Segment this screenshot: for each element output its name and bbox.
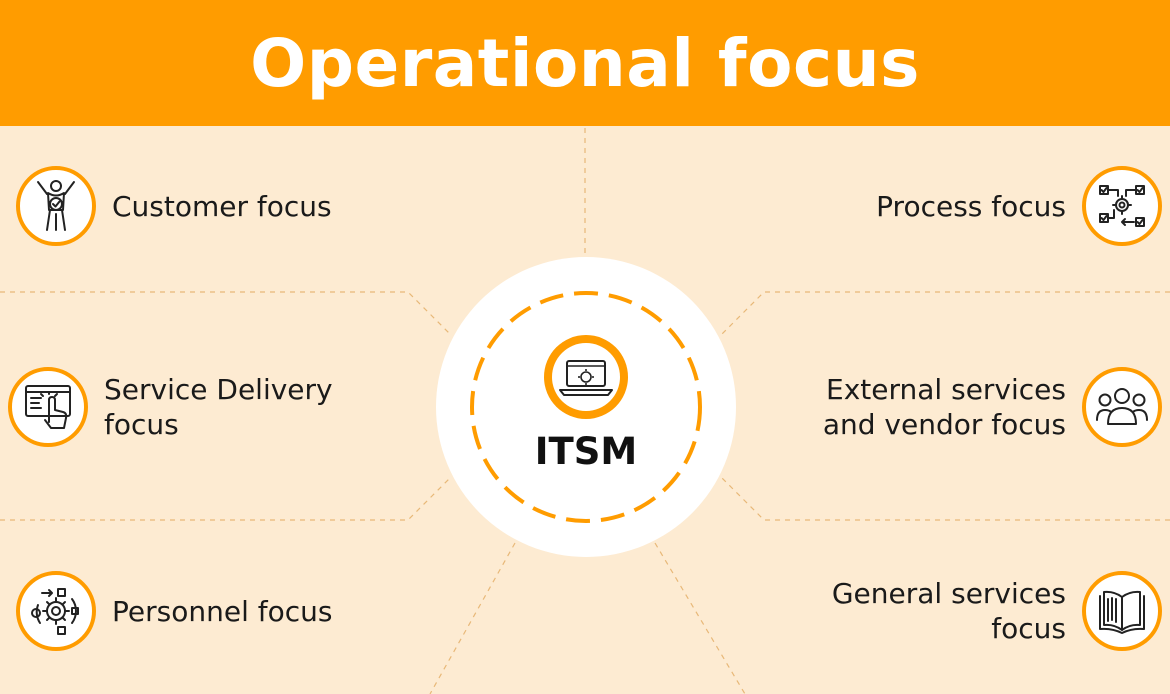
header-banner: Operational focus bbox=[0, 0, 1170, 126]
connector-lower-left bbox=[0, 477, 451, 521]
general-services-icon-circle bbox=[1082, 571, 1162, 651]
group-users-icon bbox=[1096, 388, 1148, 425]
general-services-label-line2: focus bbox=[991, 612, 1066, 645]
hub-label: ITSM bbox=[534, 430, 638, 473]
personnel-icon-circle bbox=[16, 571, 96, 651]
connector-upper-right bbox=[721, 291, 1170, 335]
process-label: Process focus bbox=[876, 189, 1066, 224]
customer-label-line1: Customer focus bbox=[112, 189, 332, 223]
general-services-label-line1: General services bbox=[831, 577, 1066, 610]
item-external-vendor-focus: External services and vendor focus bbox=[823, 367, 1162, 447]
process-icon-circle bbox=[1082, 166, 1162, 246]
person-cheering-icon bbox=[37, 180, 75, 231]
connector-upper-left bbox=[0, 291, 451, 335]
connector-bottom-right bbox=[654, 542, 746, 694]
open-book-icon bbox=[1099, 590, 1145, 634]
personnel-label-line1: Personnel focus bbox=[112, 594, 333, 628]
service-delivery-label-line2: focus bbox=[104, 408, 179, 441]
external-vendor-label-line1: External services bbox=[826, 373, 1066, 406]
general-services-label: General services focus bbox=[832, 576, 1066, 646]
service-delivery-label-line1: Service Delivery bbox=[104, 373, 333, 406]
external-vendor-label-line2: and vendor focus bbox=[822, 408, 1066, 441]
item-general-services-focus: General services focus bbox=[832, 571, 1162, 651]
cycle-gear-icon bbox=[31, 588, 79, 635]
service-delivery-label: Service Delivery focus bbox=[104, 372, 333, 442]
connector-bottom-left bbox=[429, 542, 516, 694]
item-personnel-focus: Personnel focus bbox=[16, 571, 332, 651]
laptop-gear-icon bbox=[544, 335, 628, 419]
hand-touch-screen-icon bbox=[25, 385, 71, 429]
customer-label: Customer focus bbox=[112, 189, 332, 224]
process-label-line1: Process focus bbox=[876, 189, 1066, 223]
service-delivery-icon-circle bbox=[8, 367, 88, 447]
external-vendor-icon-circle bbox=[1082, 367, 1162, 447]
item-service-delivery-focus: Service Delivery focus bbox=[8, 367, 333, 447]
customer-icon-circle bbox=[16, 166, 96, 246]
itsm-hub bbox=[436, 257, 736, 557]
item-customer-focus: Customer focus bbox=[16, 166, 332, 246]
external-vendor-label: External services and vendor focus bbox=[823, 372, 1066, 442]
connector-lower-right bbox=[721, 477, 1170, 521]
item-process-focus: Process focus bbox=[876, 166, 1162, 246]
page-title: Operational focus bbox=[250, 24, 920, 102]
workflow-gear-icon bbox=[1099, 185, 1145, 227]
personnel-label: Personnel focus bbox=[112, 594, 332, 629]
